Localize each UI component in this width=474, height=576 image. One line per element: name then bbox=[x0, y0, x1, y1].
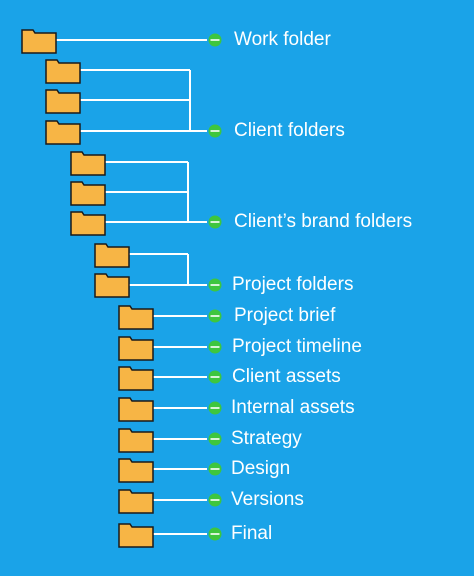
green-circle-bullet-icon bbox=[208, 401, 222, 415]
folder-icon bbox=[70, 211, 106, 236]
folder-label: Work folder bbox=[234, 29, 331, 50]
folder-icon bbox=[118, 458, 154, 483]
green-circle-bullet-icon bbox=[208, 370, 222, 384]
green-circle-bullet-icon bbox=[208, 462, 222, 476]
folder-icon bbox=[45, 89, 81, 114]
folder-label: Final bbox=[231, 523, 273, 544]
folder-icon bbox=[118, 397, 154, 422]
folder-icon bbox=[70, 151, 106, 176]
folder-icon bbox=[118, 489, 154, 514]
green-circle-bullet-icon bbox=[208, 340, 222, 354]
green-circle-bullet-icon bbox=[208, 527, 222, 541]
folder-label: Project brief bbox=[234, 305, 336, 326]
folder-icon bbox=[94, 243, 130, 268]
folder-label: Client assets bbox=[232, 366, 341, 387]
folder-label: Client folders bbox=[234, 120, 345, 141]
folder-icon bbox=[118, 366, 154, 391]
folder-label: Internal assets bbox=[231, 397, 355, 418]
folder-label: Project folders bbox=[232, 274, 354, 295]
folder-label: Project timeline bbox=[232, 336, 362, 357]
folder-icon bbox=[94, 273, 130, 298]
green-circle-bullet-icon bbox=[208, 493, 222, 507]
green-circle-bullet-icon bbox=[208, 124, 222, 138]
folder-label: Versions bbox=[231, 489, 304, 510]
folder-icon bbox=[21, 29, 57, 54]
folder-icon bbox=[45, 59, 81, 84]
green-circle-bullet-icon bbox=[208, 215, 222, 229]
folder-icon bbox=[118, 428, 154, 453]
folder-icon bbox=[45, 120, 81, 145]
green-circle-bullet-icon bbox=[208, 432, 222, 446]
folder-icon bbox=[118, 336, 154, 361]
green-circle-bullet-icon bbox=[208, 278, 222, 292]
folder-icon bbox=[70, 181, 106, 206]
green-circle-bullet-icon bbox=[208, 309, 222, 323]
folder-label: Design bbox=[231, 458, 291, 479]
green-circle-bullet-icon bbox=[208, 33, 222, 47]
folder-icon bbox=[118, 523, 154, 548]
folder-label: Client’s brand folders bbox=[234, 211, 413, 232]
folder-label: Strategy bbox=[231, 428, 302, 449]
folder-icon bbox=[118, 305, 154, 330]
